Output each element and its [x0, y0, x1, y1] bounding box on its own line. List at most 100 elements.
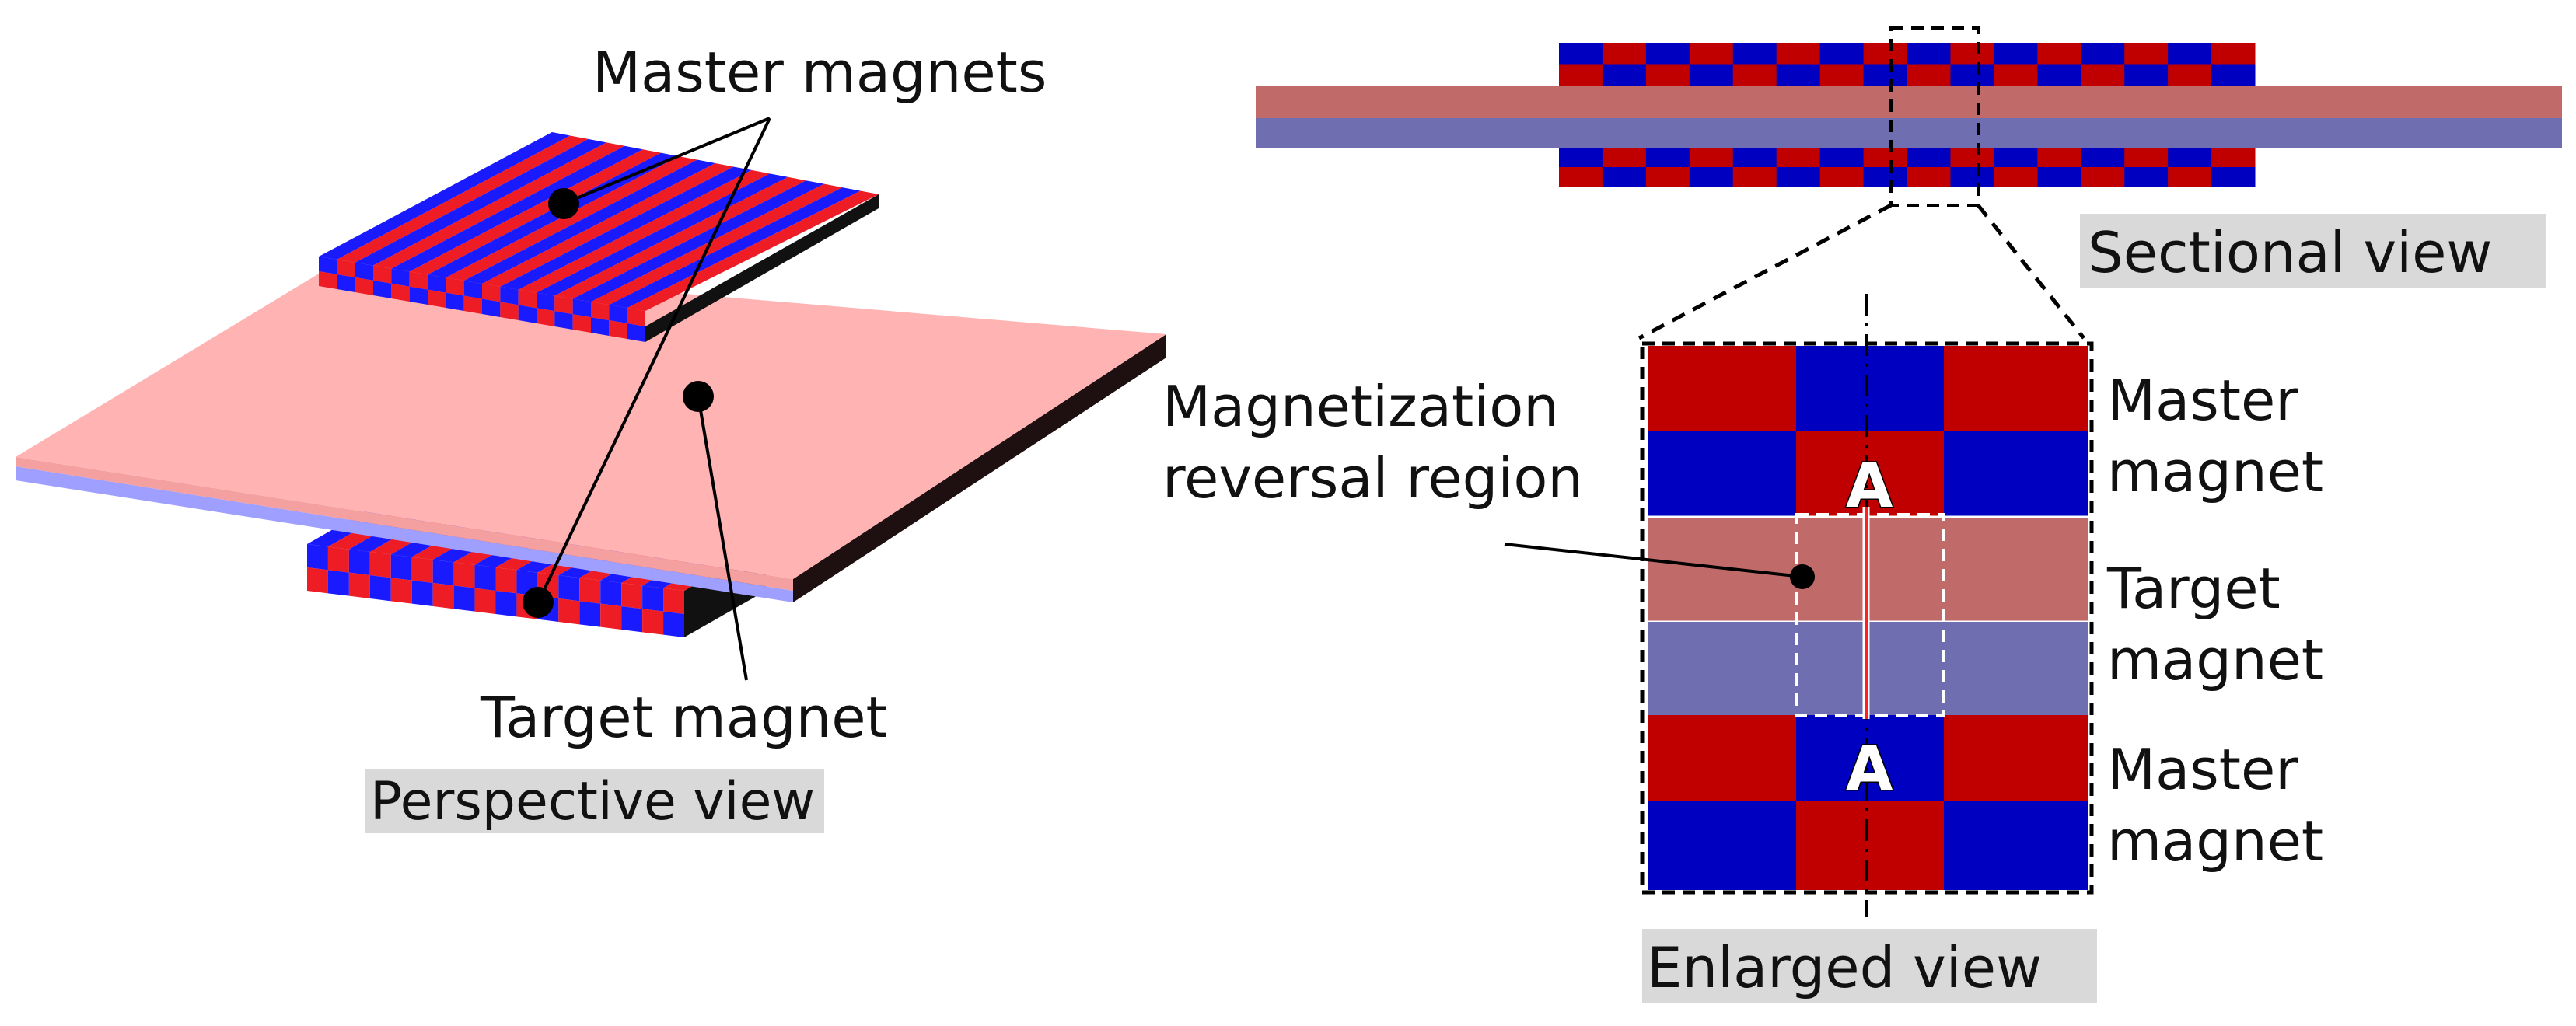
enl-master-bottom-r2c1: [1648, 801, 1796, 890]
sec-bot-lower-11: [2037, 167, 2081, 187]
bm-front-lower-2: [348, 572, 370, 598]
sec-top-upper-11: [2037, 43, 2081, 65]
enl-master-bottom-r2c3: [1944, 801, 2088, 890]
sec-top-lower-4: [1732, 64, 1777, 86]
bm-front-lower-7: [453, 585, 475, 612]
tm-front-upper-14: [572, 298, 591, 318]
tm-top-stripe-9: [482, 163, 734, 287]
tm-front-upper-12: [537, 292, 555, 312]
sec-bot-upper-10: [1994, 148, 2038, 167]
sec-bot-lower-8: [1907, 167, 1951, 187]
leader-master-to-bottom-magnet: [537, 117, 771, 603]
sec-top-lower-3: [1689, 64, 1734, 86]
tm-front-upper-1: [337, 259, 355, 277]
tm-top-stripe-3: [373, 142, 625, 269]
tm-top-stripe-10: [500, 166, 752, 290]
enl-master-bottom-r2c2: [1796, 801, 1944, 890]
tm-front-upper-8: [463, 281, 482, 299]
sectional-top-master-magnet: [1559, 43, 2256, 86]
tm-front-lower-0: [319, 271, 337, 289]
sec-bot-upper-2: [1645, 148, 1690, 167]
sec-bot-lower-7: [1863, 167, 1907, 187]
tm-front-lower-10: [500, 302, 519, 320]
tm-front-lower-7: [446, 292, 464, 311]
tm-front-lower-14: [572, 314, 591, 333]
label-right-target-1: Target: [2106, 556, 2281, 621]
caption-perspective-view: Perspective view: [370, 771, 815, 832]
label-magnetization-line2: reversal region: [1162, 445, 1583, 511]
bm-front-lower-13: [579, 601, 601, 627]
section-marker-bottom: A: [1846, 735, 1893, 804]
sec-top-lower-5: [1776, 64, 1821, 86]
dot-top-master: [548, 188, 579, 219]
tm-front-upper-3: [373, 265, 392, 284]
enl-master-bottom-r1c1: [1648, 715, 1796, 801]
top-master-top-face: [319, 132, 879, 311]
tm-front-upper-11: [518, 289, 537, 309]
sec-bot-lower-2: [1645, 167, 1690, 187]
label-right-master-top-2: magnet: [2107, 439, 2323, 504]
label-right-master-top-1: Master: [2107, 368, 2298, 433]
sec-top-upper-2: [1645, 43, 1690, 65]
sec-bot-lower-0: [1559, 167, 1603, 187]
tm-top-stripe-15: [591, 183, 843, 305]
sec-top-upper-1: [1602, 43, 1647, 65]
bm-front-upper-15: [621, 583, 643, 609]
sectional-zoom-box: [1889, 26, 1980, 207]
sec-bot-upper-7: [1863, 148, 1907, 167]
target-plate-front-upper-edge: [16, 457, 793, 591]
tm-top-stripe-12: [537, 173, 788, 296]
sec-bot-upper-14: [2168, 148, 2212, 167]
sec-top-upper-4: [1732, 43, 1777, 65]
sec-top-upper-10: [1994, 43, 2038, 65]
sec-bot-upper-9: [1950, 148, 1994, 167]
tm-front-lower-11: [518, 305, 537, 323]
sec-top-upper-7: [1863, 43, 1907, 65]
bm-front-lower-14: [600, 603, 622, 630]
tm-front-lower-1: [337, 274, 355, 292]
sec-top-upper-13: [2124, 43, 2169, 65]
leader-magnetization-region: [1504, 543, 1803, 578]
tm-top-stripe-4: [391, 145, 643, 272]
zoom-line-left: [1638, 203, 1893, 340]
tm-front-lower-16: [609, 320, 627, 339]
sec-top-upper-9: [1950, 43, 1994, 65]
bm-front-upper-16: [642, 585, 664, 612]
bm-front-lower-6: [432, 583, 454, 609]
bm-front-upper-6: [432, 560, 454, 586]
tm-front-lower-3: [373, 280, 392, 298]
sec-top-lower-13: [2124, 64, 2169, 86]
tm-front-upper-17: [627, 308, 645, 326]
leader-target-to-plate: [697, 396, 748, 681]
sec-top-lower-9: [1950, 64, 1994, 86]
perspective-view-diagram: Master magnets Target magnet Perspective…: [16, 40, 1166, 833]
sec-bot-lower-15: [2211, 167, 2256, 187]
tm-front-lower-12: [537, 308, 555, 326]
bm-front-upper-9: [495, 567, 517, 594]
sec-top-upper-5: [1776, 43, 1821, 65]
target-magnet-plate: [16, 264, 1166, 602]
tm-top-stripe-14: [572, 180, 824, 302]
sec-top-upper-6: [1819, 43, 1865, 65]
tm-top-stripe-13: [554, 176, 806, 299]
tm-top-stripe-2: [355, 138, 606, 266]
tm-front-lower-17: [627, 323, 645, 342]
bm-front-upper-17: [663, 588, 684, 614]
enl-master-bottom-r1c3: [1944, 715, 2088, 801]
dot-magnetization-region: [1790, 564, 1815, 589]
enl-master-top-r1c3: [1944, 346, 2088, 431]
tm-top-stripe-17: [627, 190, 879, 311]
caption-enlarged-view-bg: [1642, 929, 2097, 1003]
sec-top-lower-11: [2037, 64, 2081, 86]
label-right-master-bottom-2: magnet: [2107, 808, 2323, 874]
bm-front-upper-1: [327, 546, 349, 573]
tm-front-upper-4: [391, 268, 410, 287]
sec-bot-lower-9: [1950, 167, 1994, 187]
label-master-magnets: Master magnets: [592, 40, 1047, 105]
tm-front-upper-13: [554, 295, 573, 315]
tm-front-upper-7: [446, 277, 464, 296]
sectional-bottom-master-magnet: [1559, 148, 2256, 187]
enl-master-top-r2c3: [1944, 431, 2088, 517]
tm-front-lower-5: [409, 286, 428, 305]
enl-master-bottom-r1c2: [1796, 715, 1944, 801]
